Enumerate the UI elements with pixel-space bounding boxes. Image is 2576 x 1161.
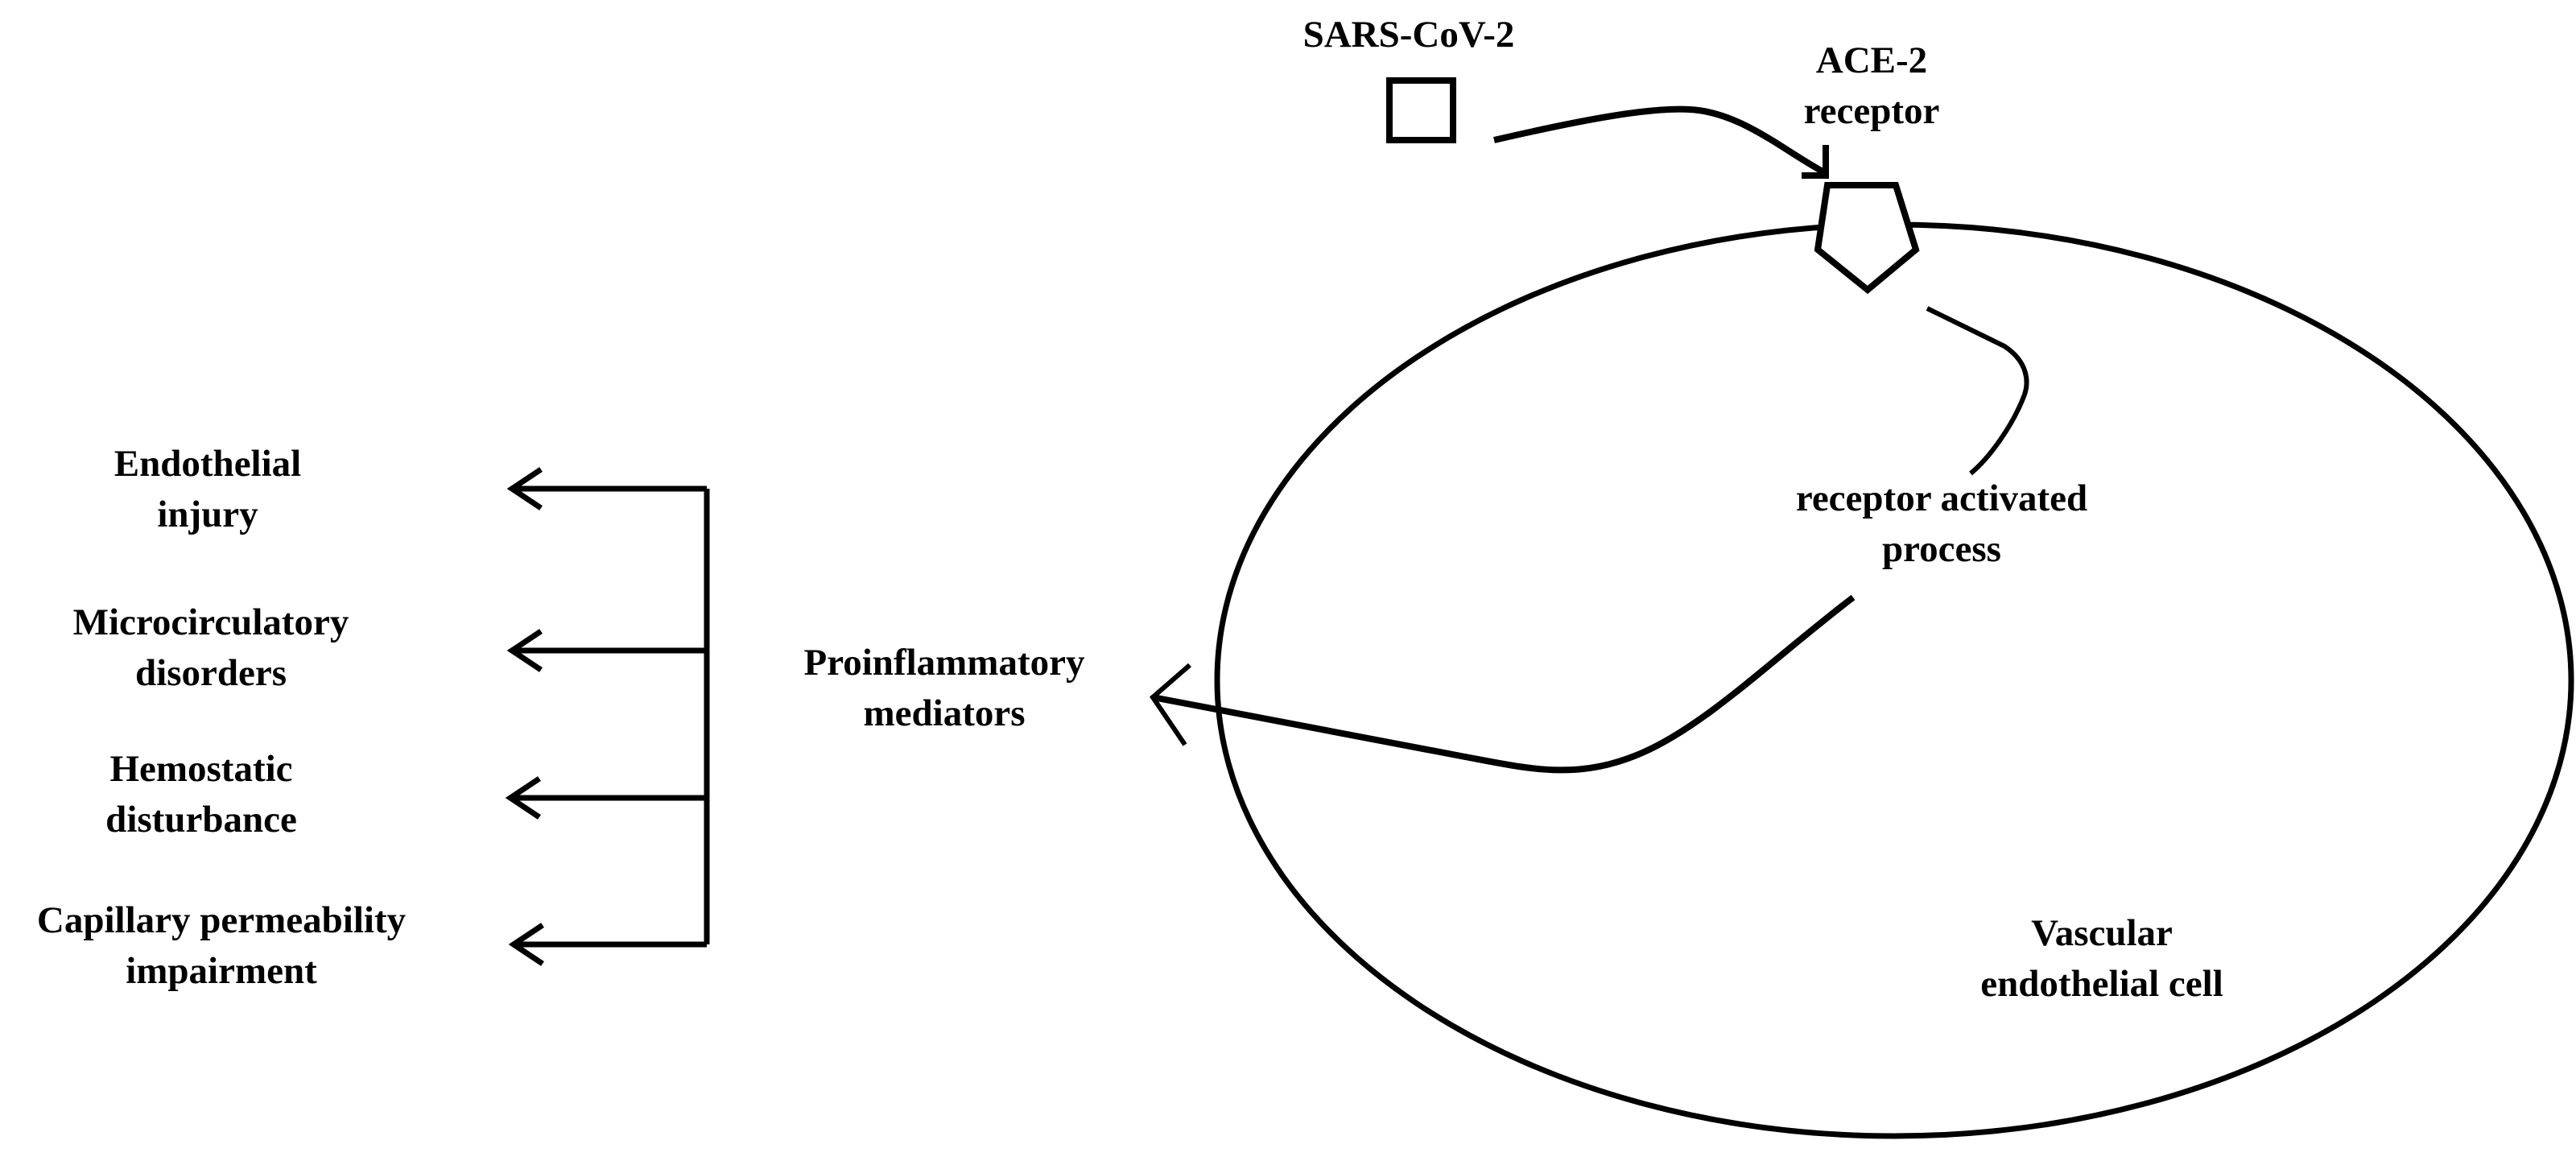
- virus-label: SARS-CoV-2: [1303, 10, 1515, 60]
- outcome-hemostatic-disturbance: Hemostatic disturbance: [105, 744, 297, 845]
- cell-label-line2: endothelial cell: [1980, 963, 2223, 1005]
- ace2-receptor-pentagon-icon: [1814, 182, 1920, 295]
- process-to-mediators-arrow: [1152, 594, 1856, 774]
- outcome-arrow-endothelial-injury: [506, 467, 707, 510]
- outcome-line2: injury: [157, 494, 258, 535]
- outcome-arrow-microcirculatory-disorders: [506, 629, 707, 672]
- outcome-line2: disturbance: [105, 799, 297, 841]
- outcome-capillary-permeability-impairment: Capillary permeability impairment: [37, 895, 406, 997]
- receptor-label: ACE-2 receptor: [1804, 35, 1940, 137]
- virus-arrowhead-icon: [1802, 145, 1829, 179]
- outcome-endothelial-injury: Endothelial injury: [114, 439, 301, 540]
- mediators-arrowhead-icon: [1150, 663, 1191, 746]
- outcome-line1: Endothelial: [114, 443, 302, 485]
- mediators-label-line2: mediators: [863, 692, 1026, 734]
- outcome-arrow-capillary-permeability: [508, 923, 707, 966]
- outcome-line2: disorders: [134, 652, 287, 694]
- cell-label-line1: Vascular: [2031, 912, 2173, 954]
- outcome-arrow-hemostatic-disturbance: [505, 776, 707, 820]
- receptor-label-line2: receptor: [1803, 90, 1940, 132]
- process-label: receptor activated process: [1796, 473, 2087, 575]
- virus-label-text: SARS-CoV-2: [1302, 14, 1515, 56]
- outcome-line1: Capillary permeability: [36, 899, 407, 941]
- mediators-label: Proinflammatory mediators: [804, 638, 1085, 739]
- outcome-line1: Hemostatic: [109, 748, 293, 790]
- cell-label: Vascular endothelial cell: [1980, 908, 2223, 1010]
- receptor-to-process-line: [1926, 306, 2029, 476]
- process-label-line2: process: [1882, 528, 2001, 570]
- outcome-microcirculatory-disorders: Microcirculatory disorders: [73, 597, 349, 699]
- endothelial-cell-ellipse: [1214, 221, 2574, 1139]
- mediators-label-line1: Proinflammatory: [803, 642, 1085, 684]
- virus-square-icon: [1386, 77, 1456, 143]
- outcome-line2: impairment: [126, 950, 317, 992]
- outcome-line1: Microcirculatory: [72, 601, 349, 643]
- process-label-line1: receptor activated: [1795, 477, 2088, 519]
- receptor-label-line1: ACE-2: [1815, 39, 1928, 81]
- virus-to-receptor-arrow: [1493, 105, 1827, 176]
